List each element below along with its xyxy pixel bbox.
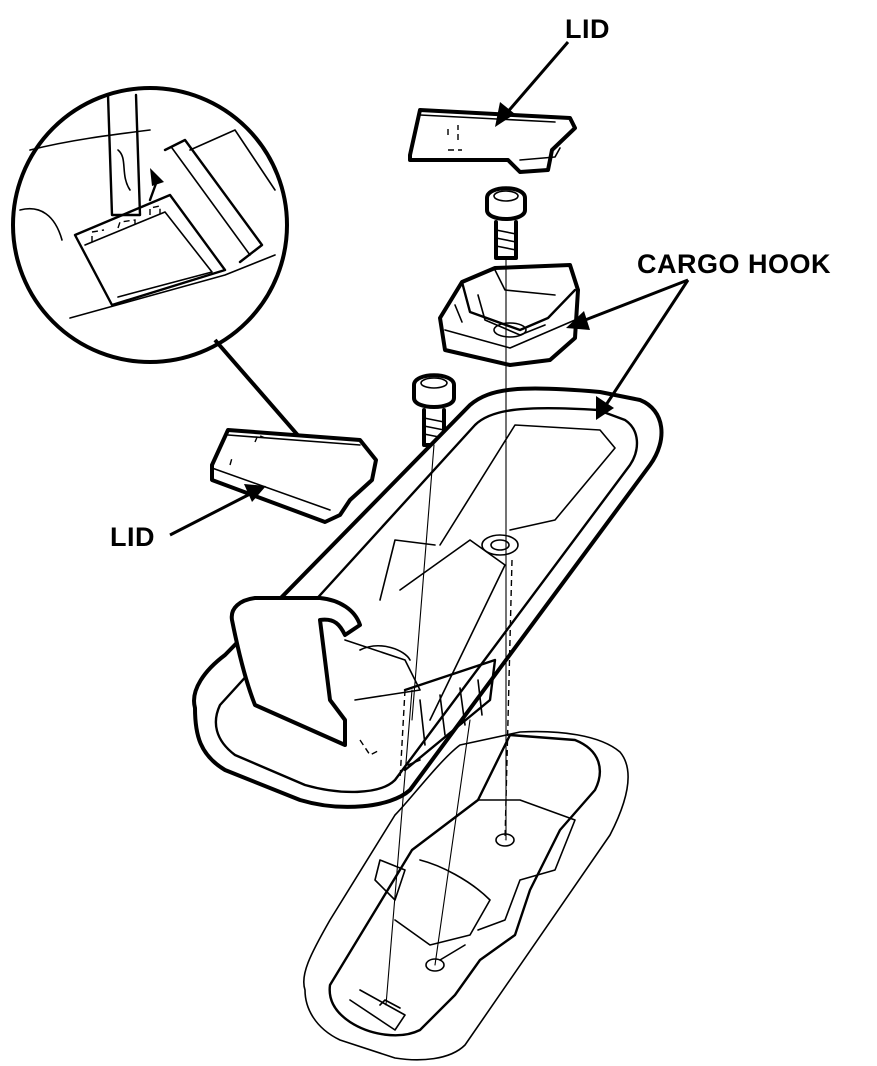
alignment-lines [385, 257, 513, 1006]
detail-magnifier [11, 86, 289, 364]
top-lid-label: LID [565, 14, 610, 44]
left-lid-label: LID [110, 522, 155, 552]
left-lid [210, 428, 378, 524]
upper-screw [485, 186, 527, 260]
cargo-hook-bracket [438, 263, 580, 367]
body-panel [303, 730, 629, 1061]
top-lid [408, 108, 577, 174]
cargo-hook-label: CARGO HOOK [637, 249, 831, 279]
cargo-trim-tray [192, 386, 664, 809]
callout-arrows [169, 41, 690, 537]
